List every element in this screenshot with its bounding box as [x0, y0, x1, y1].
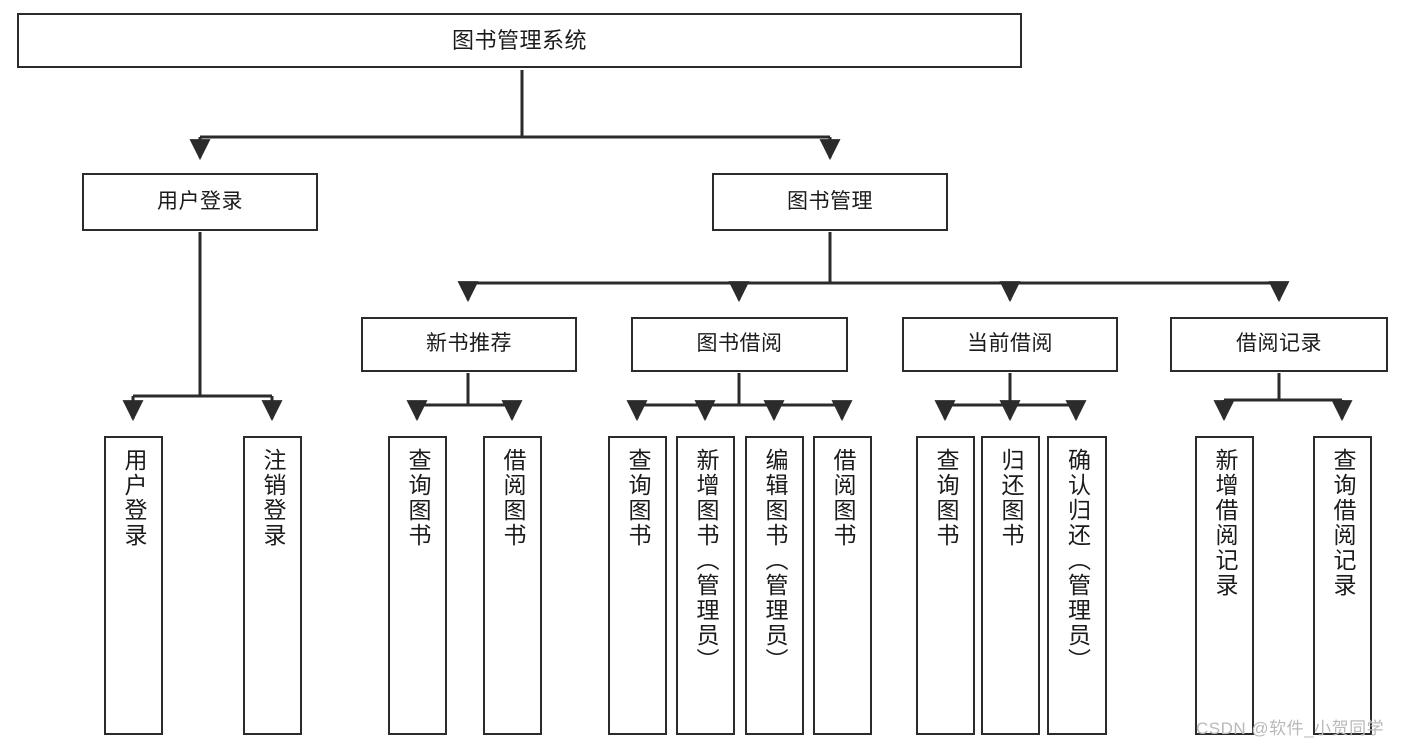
leaf-records-query-record[interactable]: 查询借阅记录	[1313, 436, 1372, 735]
node-label: 新增图书（管理员）	[693, 448, 719, 673]
leaf-current-return-book[interactable]: 归还图书	[981, 436, 1040, 735]
node-label: 查询图书	[405, 448, 431, 548]
node-label: 图书管理	[787, 189, 873, 213]
node-label: 借阅图书	[830, 448, 856, 548]
node-label: 图书借阅	[696, 332, 783, 356]
node-label: 新书推荐	[426, 332, 512, 356]
node-label: 借阅图书	[500, 448, 526, 548]
node-label: 当前借阅	[967, 332, 1053, 356]
leaf-borrow-borrow-book[interactable]: 借阅图书	[813, 436, 872, 735]
node-label: 查询借阅记录	[1330, 448, 1356, 598]
leaf-borrow-add-book-admin[interactable]: 新增图书（管理员）	[676, 436, 735, 735]
leaf-recommend-borrow-book[interactable]: 借阅图书	[483, 436, 542, 735]
csdn-watermark: CSDN @软件_小贺同学	[1196, 719, 1385, 738]
node-label: 注销登录	[260, 448, 286, 548]
node-user-login[interactable]: 用户登录	[82, 173, 318, 231]
node-book-management[interactable]: 图书管理	[712, 173, 948, 231]
node-label: 查询图书	[933, 448, 959, 548]
node-new-book-recommend[interactable]: 新书推荐	[361, 317, 577, 372]
node-label: 查询图书	[625, 448, 651, 548]
node-label: 归还图书	[998, 448, 1024, 548]
node-borrow-records[interactable]: 借阅记录	[1170, 317, 1388, 372]
leaf-user-login-logout[interactable]: 注销登录	[243, 436, 302, 735]
node-root-book-management-system[interactable]: 图书管理系统	[17, 13, 1022, 68]
leaf-user-login-login[interactable]: 用户登录	[104, 436, 163, 735]
node-label: 确认归还（管理员）	[1064, 448, 1091, 673]
node-book-borrow[interactable]: 图书借阅	[631, 317, 848, 372]
leaf-borrow-edit-book-admin[interactable]: 编辑图书（管理员）	[745, 436, 804, 735]
leaf-recommend-query-book[interactable]: 查询图书	[388, 436, 447, 735]
node-label: 用户登录	[157, 189, 243, 213]
node-label: 图书管理系统	[451, 27, 587, 53]
node-label: 借阅记录	[1236, 332, 1322, 356]
leaf-current-query-book[interactable]: 查询图书	[916, 436, 975, 735]
node-label: 编辑图书（管理员）	[762, 448, 788, 673]
node-current-borrow[interactable]: 当前借阅	[902, 317, 1118, 372]
leaf-current-confirm-return-admin[interactable]: 确认归还（管理员）	[1047, 436, 1107, 735]
leaf-borrow-query-book[interactable]: 查询图书	[608, 436, 667, 735]
leaf-records-add-record[interactable]: 新增借阅记录	[1195, 436, 1254, 735]
node-label: 新增借阅记录	[1212, 448, 1238, 598]
node-label: 用户登录	[121, 448, 147, 548]
